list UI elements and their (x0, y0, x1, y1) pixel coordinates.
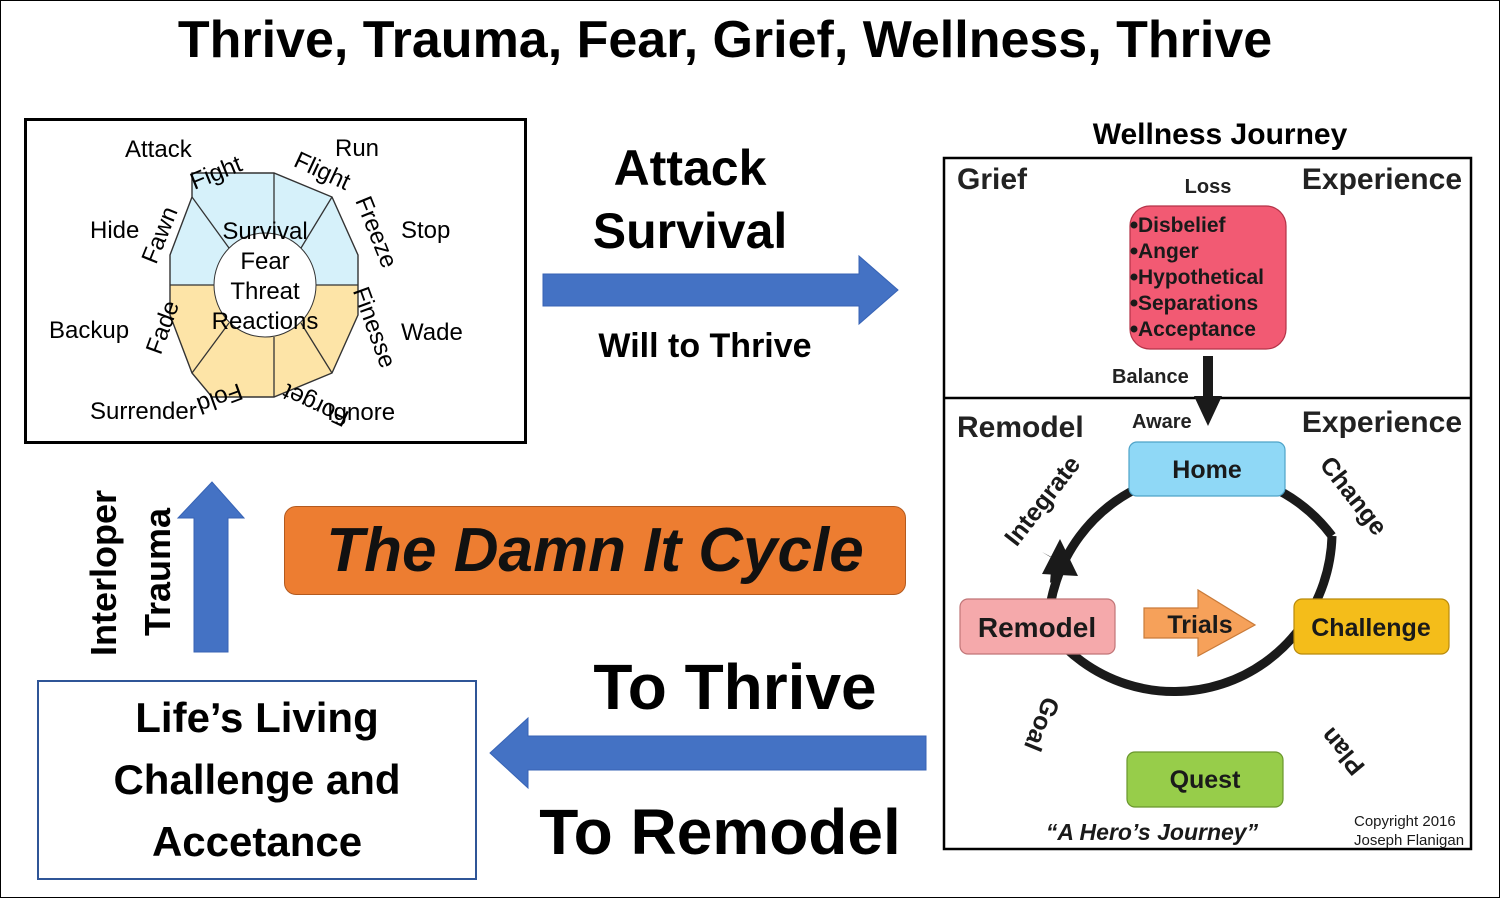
grief-item: Acceptance (1138, 318, 1256, 341)
hero-journey-quote: “A Hero’s Journey” (1046, 819, 1259, 845)
left-arrow (489, 716, 927, 790)
outer-label-backup: Backup (49, 317, 129, 344)
grief-item: Anger (1138, 240, 1199, 263)
outer-label-ignore: Ignore (327, 399, 395, 426)
grief-label: Grief (957, 163, 1028, 196)
attack-label: Attack (613, 140, 767, 196)
wellness-journey-panel: Grief Experience Loss Disbelief Anger Hy… (942, 156, 1473, 851)
to-remodel-label: To Remodel (539, 796, 901, 868)
grief-item: Hypothetical (1138, 266, 1264, 289)
wheel-center-line: Threat (230, 278, 300, 305)
challenge-label: Challenge (1311, 614, 1431, 642)
experience-top-label: Experience (1302, 163, 1462, 196)
balance-label: Balance (1112, 366, 1189, 388)
challenge-node (1293, 598, 1450, 655)
remodel-section-label: Remodel (957, 411, 1084, 444)
will-to-thrive-label: Will to Thrive (598, 327, 812, 365)
grief-stages-box (1129, 205, 1287, 350)
life-box-line: Challenge and (113, 756, 401, 803)
up-arrow (176, 481, 246, 653)
interloper-label: Interloper (83, 489, 124, 657)
grief-item: Separations (1138, 292, 1258, 315)
to-thrive-label: To Thrive (593, 651, 877, 723)
outer-label-hide: Hide (90, 217, 139, 244)
page-title: Thrive, Trauma, Fear, Grief, Wellness, T… (177, 11, 1273, 69)
trials-label: Trials (1167, 611, 1232, 639)
copyright-line: Copyright 2016 (1354, 813, 1456, 830)
experience-bottom-label: Experience (1302, 406, 1462, 439)
bullet-dots (1130, 221, 1138, 333)
trauma-label: Trauma (137, 507, 178, 637)
remodel-node-label: Remodel (978, 612, 1096, 643)
wheel-center-line: Reactions (212, 308, 319, 335)
life-box-line: Life’s Living (135, 694, 379, 741)
home-label: Home (1172, 456, 1242, 484)
remodel-node (959, 598, 1116, 655)
balance-arrow (1194, 356, 1222, 426)
outer-label-attack: Attack (125, 136, 193, 163)
damn-it-cycle-label: The Damn It Cycle (326, 516, 864, 585)
outer-label-surrender: Surrender (90, 398, 197, 425)
grief-item: Disbelief (1138, 214, 1227, 237)
loss-label: Loss (1185, 176, 1232, 198)
survival-label: Survival (592, 203, 788, 259)
life-challenge-box: Life’s Living Challenge and Accetance (37, 680, 477, 880)
wheel-center-line: Survival (222, 218, 307, 245)
right-arrow (542, 254, 899, 326)
quest-label: Quest (1170, 766, 1242, 794)
life-box-line: Accetance (151, 818, 363, 865)
damn-it-cycle-banner: The Damn It Cycle (284, 506, 906, 595)
survival-fear-wheel: Survival Fear Threat Reactions Attack Ru… (24, 118, 527, 444)
outer-label-stop: Stop (401, 217, 450, 244)
outer-label-wade: Wade (401, 319, 463, 346)
quest-node (1126, 751, 1284, 808)
trials-arrow (1143, 588, 1257, 658)
outer-label-run: Run (335, 135, 379, 162)
wheel-center-line: Fear (240, 248, 289, 275)
wheel-lower-half (170, 285, 358, 397)
copyright-line: Joseph Flanigan (1354, 832, 1464, 849)
wellness-journey-heading: Wellness Journey (1092, 118, 1348, 151)
home-node (1128, 441, 1286, 497)
aware-label: Aware (1132, 411, 1192, 433)
